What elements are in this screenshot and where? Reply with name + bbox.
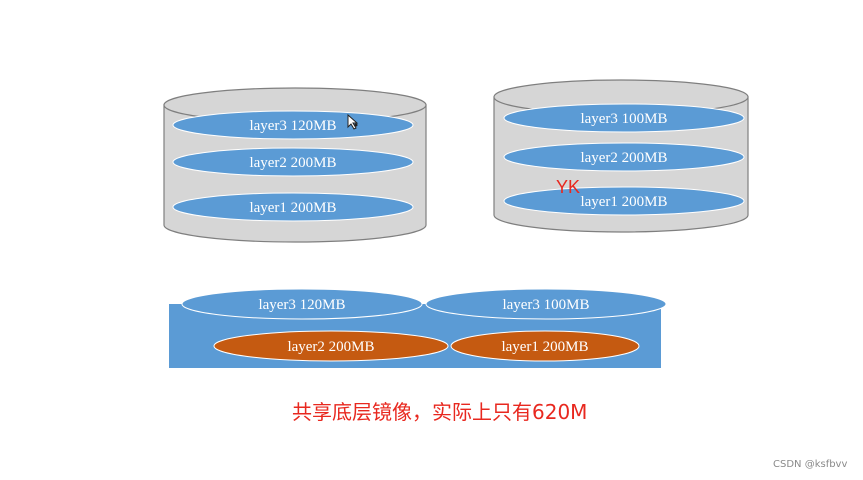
stack-1-layer-3: layer3 120MB (172, 110, 414, 140)
stack-1-layer-2: layer2 200MB (172, 147, 414, 177)
shared-top-layer-1-label: layer3 120MB (258, 297, 345, 313)
stack-1-layer-1: layer1 200MB (172, 192, 414, 222)
stack-2-layer-1: layer1 200MB (503, 186, 745, 216)
stack-2-layer-1-label: layer1 200MB (580, 194, 667, 210)
shared-base-layer-2: layer2 200MB (213, 330, 449, 362)
shared-top-layer-1: layer3 120MB (181, 288, 423, 320)
stack-2-layer-2: layer2 200MB (503, 142, 745, 172)
stack-1-layer-1-label: layer1 200MB (249, 200, 336, 216)
csdn-watermark: CSDN @ksfbvv (773, 459, 848, 470)
caption-text: 共享底层镜像，实际上只有620M (292, 400, 588, 424)
shared-base-layer-1-label: layer1 200MB (501, 339, 588, 355)
stack-2-layer-3: layer3 100MB (503, 103, 745, 133)
stack-2-layer-3-label: layer3 100MB (580, 111, 667, 127)
shared-top-layer-2-label: layer3 100MB (502, 297, 589, 313)
shared-base-layer-1: layer1 200MB (450, 330, 640, 362)
stack-1-layer-3-label: layer3 120MB (249, 118, 336, 134)
cursor-icon (347, 113, 359, 130)
shared-base-layer-2-label: layer2 200MB (287, 339, 374, 355)
yk-annotation: YK (556, 177, 581, 197)
stack-2-layer-2-label: layer2 200MB (580, 150, 667, 166)
stack-1-layer-2-label: layer2 200MB (249, 155, 336, 171)
shared-top-layer-2: layer3 100MB (425, 288, 667, 320)
